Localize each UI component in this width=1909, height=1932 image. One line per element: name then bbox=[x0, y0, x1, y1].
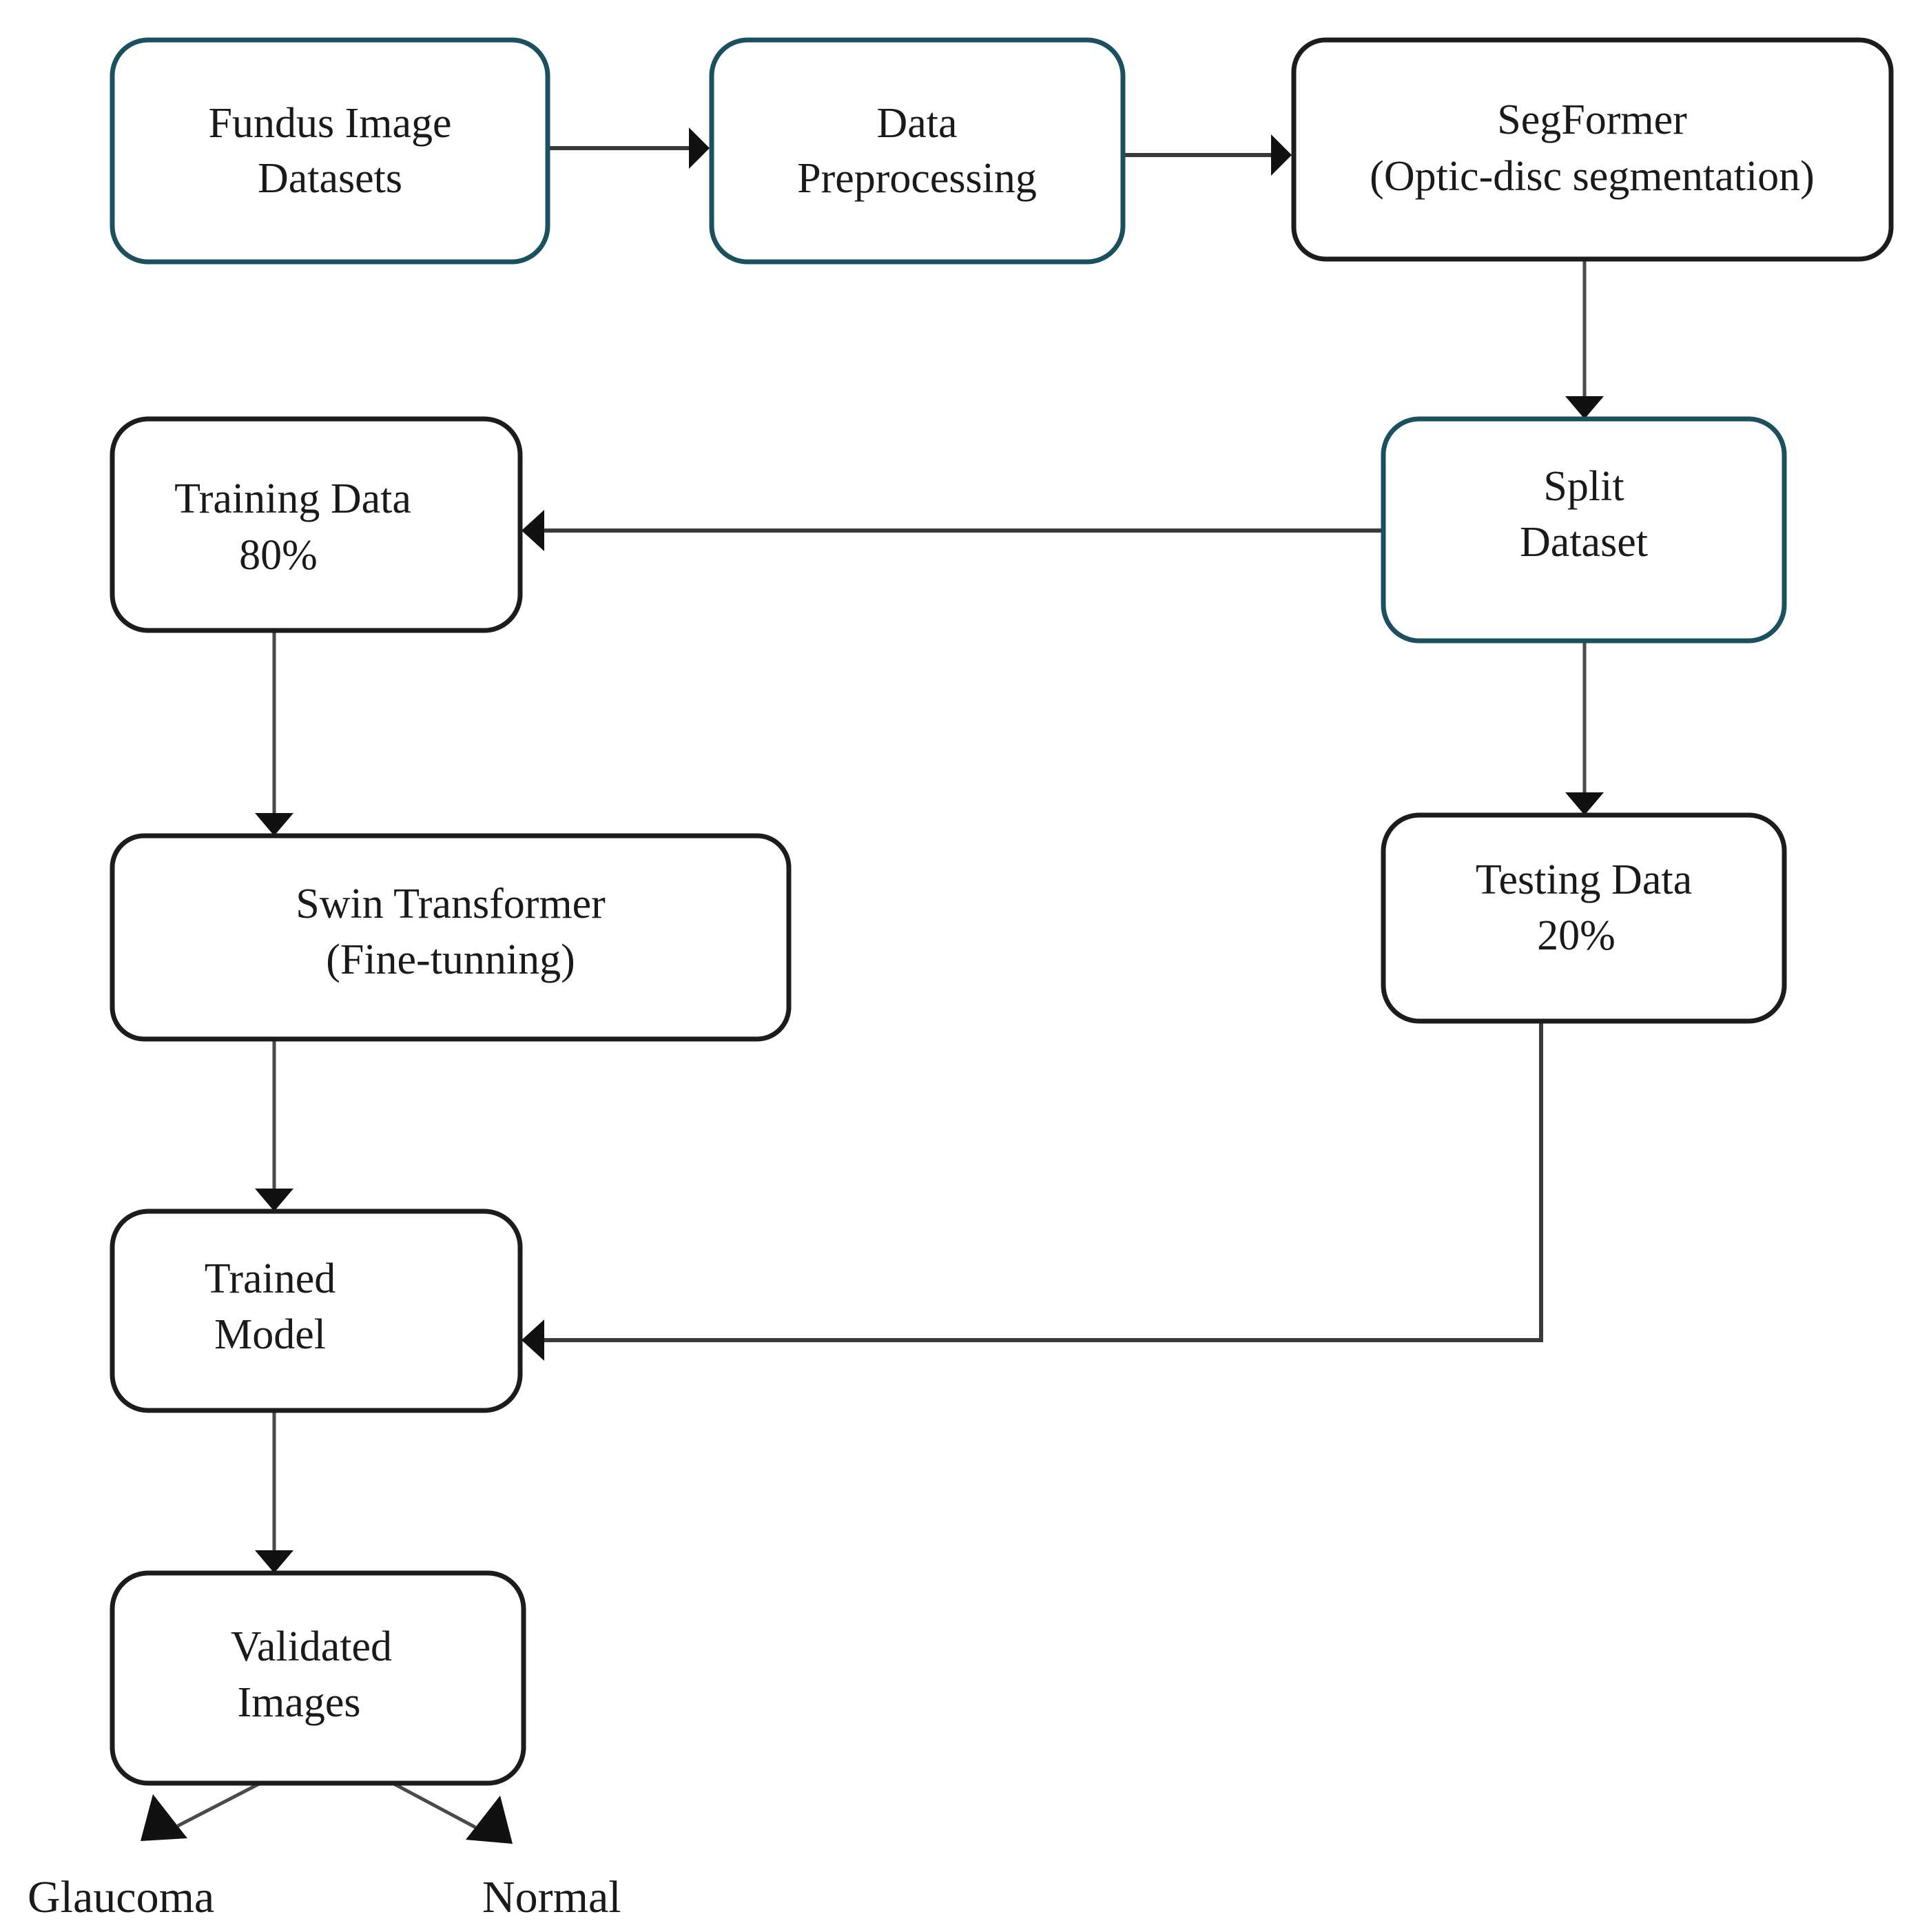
node-trained-model[interactable]: Trained Model bbox=[110, 1209, 523, 1413]
training-data-box[interactable] bbox=[110, 416, 523, 633]
terminal-label-glaucoma: Glaucoma bbox=[28, 1872, 214, 1922]
node-segformer[interactable]: SegFormer (Optic-disc segmentation) bbox=[1291, 37, 1894, 262]
edge-validated-to-glaucoma bbox=[141, 1781, 262, 1841]
edge-fundus-to-preprocessing bbox=[549, 127, 710, 169]
trained-model-line-2: Model bbox=[214, 1311, 326, 1358]
validated-images-line-1: Validated bbox=[231, 1623, 392, 1670]
node-validated-images[interactable]: Validated Images bbox=[110, 1570, 526, 1786]
edge-preprocessing-to-segformer bbox=[1124, 134, 1292, 176]
testing-data-line-1: Testing Data bbox=[1476, 856, 1692, 903]
terminal-label-normal: Normal bbox=[482, 1872, 621, 1922]
split-dataset-box[interactable] bbox=[1381, 416, 1787, 644]
fundus-image-datasets-line-2: Datasets bbox=[258, 155, 402, 202]
node-training-data[interactable]: Training Data 80% bbox=[110, 416, 523, 633]
data-preprocessing-box[interactable] bbox=[709, 37, 1126, 265]
split-dataset-line-1: Split bbox=[1543, 463, 1624, 510]
segformer-line-1: SegFormer bbox=[1497, 96, 1687, 143]
edge-swin-to-trained bbox=[255, 1038, 293, 1211]
node-testing-data[interactable]: Testing Data 20% bbox=[1381, 812, 1787, 1024]
trained-model-box[interactable] bbox=[110, 1209, 523, 1413]
validated-images-line-2: Images bbox=[237, 1679, 360, 1726]
node-split-dataset[interactable]: Split Dataset bbox=[1381, 416, 1787, 644]
fundus-image-datasets-line-1: Fundus Image bbox=[208, 100, 451, 147]
testing-data-box[interactable] bbox=[1381, 812, 1787, 1024]
edge-validated-to-normal bbox=[391, 1781, 513, 1844]
swin-transformer-line-1: Swin Transformer bbox=[296, 881, 606, 927]
node-fundus-image-datasets[interactable]: Fundus Image Datasets bbox=[110, 37, 550, 265]
validated-images-box[interactable] bbox=[110, 1570, 526, 1786]
swin-transformer-line-2: (Fine-tunning) bbox=[326, 936, 575, 983]
node-swin-transformer[interactable]: Swin Transformer (Fine-tunning) bbox=[110, 833, 792, 1042]
training-data-line-2: 80% bbox=[239, 532, 318, 579]
node-data-preprocessing[interactable]: Data Preprocessing bbox=[709, 37, 1126, 265]
edge-segformer-to-split bbox=[1565, 260, 1604, 419]
fundus-image-datasets-box[interactable] bbox=[110, 37, 550, 265]
data-preprocessing-line-2: Preprocessing bbox=[797, 155, 1037, 202]
training-data-line-1: Training Data bbox=[174, 475, 411, 522]
segformer-box[interactable] bbox=[1291, 37, 1894, 262]
split-dataset-line-2: Dataset bbox=[1520, 519, 1648, 566]
data-preprocessing-line-1: Data bbox=[876, 100, 957, 147]
edge-testing-to-trained bbox=[522, 1021, 1543, 1361]
swin-transformer-box[interactable] bbox=[110, 833, 792, 1042]
edge-training-to-swin bbox=[255, 632, 293, 836]
edge-split-to-training bbox=[522, 510, 1381, 551]
edge-split-to-testing bbox=[1565, 642, 1604, 815]
edge-trained-to-validated bbox=[255, 1410, 293, 1573]
segformer-line-2: (Optic-disc segmentation) bbox=[1370, 153, 1815, 200]
trained-model-line-1: Trained bbox=[205, 1255, 336, 1302]
testing-data-line-2: 20% bbox=[1537, 912, 1616, 959]
